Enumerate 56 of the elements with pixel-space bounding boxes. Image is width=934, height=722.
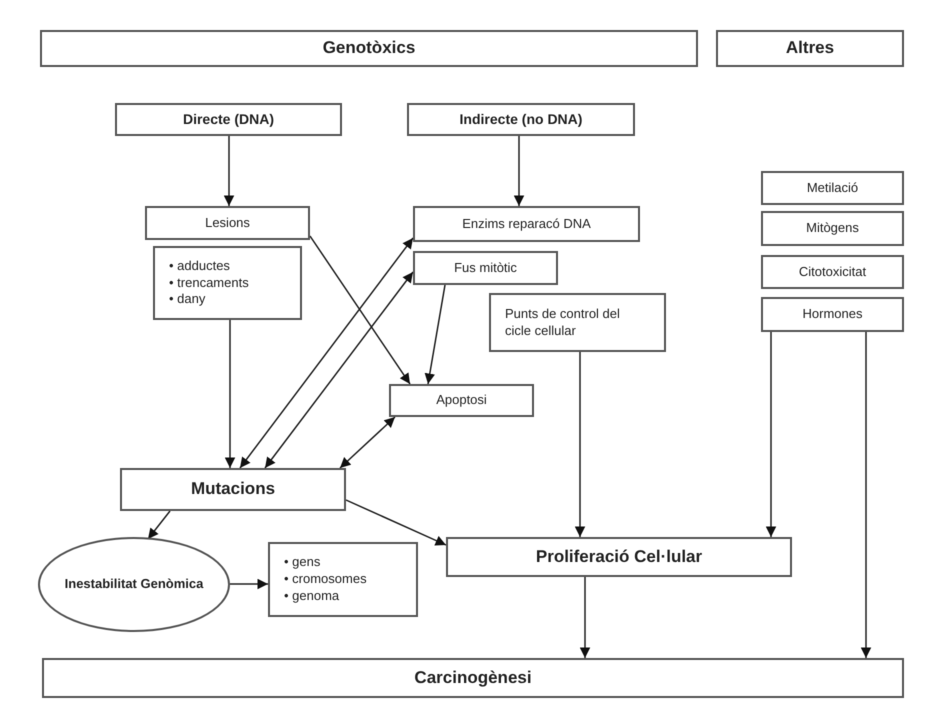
list-item: • gens bbox=[284, 554, 320, 572]
node-label: Indirecte (no DNA) bbox=[460, 110, 582, 129]
node-label: Altres bbox=[786, 37, 834, 60]
list-item: • cromosomes bbox=[284, 571, 367, 588]
process-box bbox=[761, 171, 904, 205]
process-box bbox=[145, 206, 310, 240]
arrow bbox=[147, 510, 171, 540]
process-box bbox=[489, 293, 666, 352]
arrow bbox=[264, 272, 414, 468]
process-box bbox=[268, 542, 418, 617]
process-box bbox=[761, 297, 904, 332]
process-box bbox=[761, 255, 904, 289]
list-item: • dany bbox=[169, 291, 206, 308]
arrow bbox=[766, 332, 776, 537]
node-label: Proliferació Cel·lular bbox=[536, 546, 702, 568]
process-box bbox=[446, 537, 792, 577]
node-label: Hormones bbox=[802, 306, 862, 323]
node-label: Inestabilitat Genòmica bbox=[64, 576, 204, 593]
arrow bbox=[580, 577, 590, 658]
node-label: Mitògens bbox=[806, 220, 859, 237]
node-label: Mutacions bbox=[190, 478, 276, 500]
process-box bbox=[413, 251, 558, 285]
list-item: • trencaments bbox=[169, 274, 249, 292]
node-label: Genotòxics bbox=[322, 37, 416, 60]
arrow bbox=[574, 352, 586, 537]
process-box bbox=[40, 30, 698, 67]
process-box bbox=[389, 384, 534, 417]
node-label: Directe (DNA) bbox=[182, 110, 274, 129]
arrow bbox=[239, 238, 414, 468]
node-label: Carcinogènesi bbox=[414, 666, 532, 689]
node-label: Enzims reparacó DNA bbox=[462, 216, 591, 232]
list-item: Punts de control del cicle cellular bbox=[505, 306, 621, 340]
arrow bbox=[424, 284, 446, 384]
arrow bbox=[514, 136, 524, 206]
node-label: Lesions bbox=[205, 214, 250, 232]
list-item: • genoma bbox=[284, 588, 340, 605]
arrow bbox=[860, 332, 872, 658]
list-item: • adductes bbox=[169, 258, 230, 275]
process-box bbox=[120, 468, 346, 511]
arrow bbox=[346, 499, 446, 546]
node-label: Apoptosi bbox=[436, 392, 487, 409]
process-box bbox=[716, 30, 904, 67]
process-box bbox=[761, 211, 904, 246]
arrow bbox=[224, 320, 236, 468]
node-label: Metilació bbox=[806, 180, 858, 196]
process-box bbox=[413, 206, 640, 242]
process-box bbox=[115, 103, 342, 136]
arrow bbox=[340, 416, 396, 469]
arrow bbox=[224, 136, 234, 206]
process-box bbox=[407, 103, 635, 136]
node-label: Fus mitòtic bbox=[454, 260, 517, 276]
arrow bbox=[230, 578, 268, 590]
arrow bbox=[309, 236, 411, 384]
node-label: Citotoxicitat bbox=[798, 264, 866, 280]
process-box bbox=[42, 658, 904, 698]
process-box bbox=[153, 246, 302, 320]
